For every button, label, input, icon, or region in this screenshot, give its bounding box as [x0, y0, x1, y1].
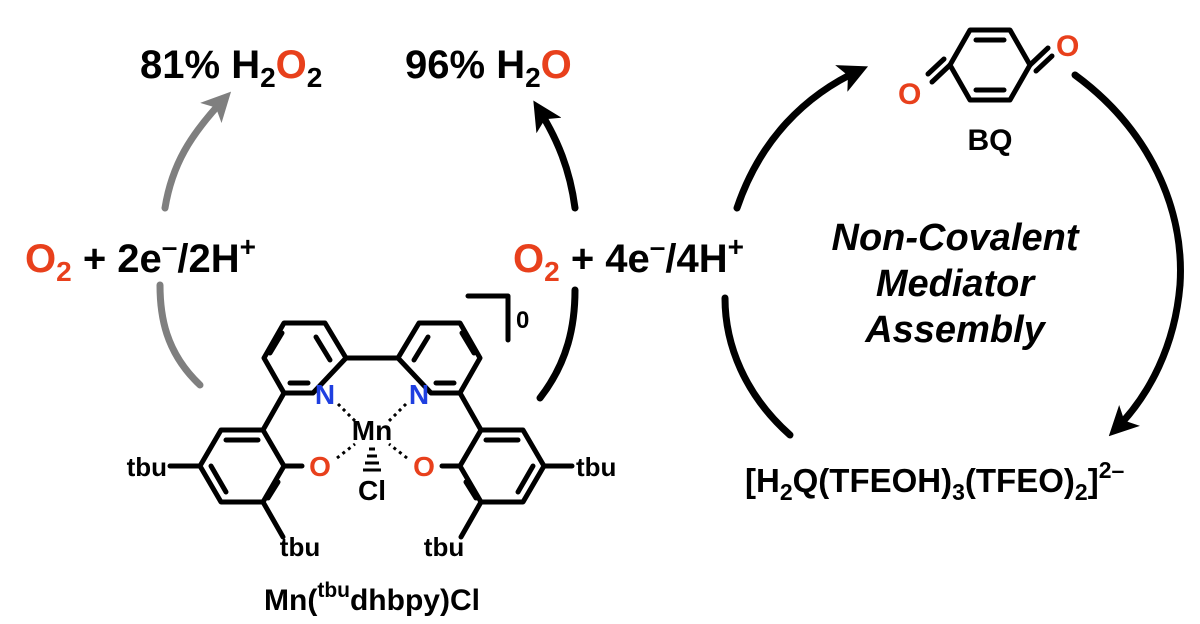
mediator-reduction-arrow — [1071, 71, 1184, 437]
charge-label: 0 — [516, 307, 529, 334]
assembly-line-1: Non-Covalent — [832, 217, 1080, 259]
two-electron-lower-arc — [156, 281, 204, 389]
bq-label: BQ — [968, 124, 1013, 157]
mediator-lower-left-arc — [721, 294, 794, 439]
two-electron-arrow — [161, 91, 232, 212]
bq-oxygen-top: O — [1056, 30, 1079, 63]
oxygen-left: O — [309, 451, 331, 482]
tbu-bottom-right: tbu — [424, 532, 464, 562]
four-electron-lower-arc — [536, 286, 579, 402]
catalyst-name: Mn(tbudhbpy)Cl — [264, 579, 480, 617]
tbu-left: tbu — [127, 452, 167, 482]
coordination-bonds — [336, 402, 408, 460]
nitrogen-right: N — [409, 379, 429, 410]
tbu-right: tbu — [576, 452, 616, 482]
assembly-line-2: Mediator — [876, 263, 1037, 305]
assembly-line-3: Assembly — [864, 309, 1046, 351]
manganese-center: Mn — [352, 415, 392, 446]
chloride: Cl — [358, 475, 386, 506]
h2o-product: 96% H2O — [405, 43, 572, 93]
nitrogen-left: N — [315, 379, 335, 410]
benzoquinone-structure — [925, 27, 1055, 103]
reduced-mediator-formula: [H2Q(TFEOH)3(TFEO)2]2– — [745, 457, 1124, 505]
oxygen-right: O — [413, 451, 435, 482]
mediator-oxidation-arrow — [733, 65, 869, 212]
four-electron-arrow — [533, 100, 579, 212]
two-electron-reaction: O2 + 2e–/2H+ — [25, 231, 256, 287]
h2o2-product: 81% H2O2 — [140, 43, 322, 93]
bq-oxygen-bottom: O — [898, 78, 921, 111]
catalyst-structure — [167, 293, 575, 540]
four-electron-reaction: O2 + 4e–/4H+ — [513, 231, 744, 287]
tbu-bottom-left: tbu — [280, 532, 320, 562]
mn-cl-hashed-bond — [363, 447, 381, 472]
